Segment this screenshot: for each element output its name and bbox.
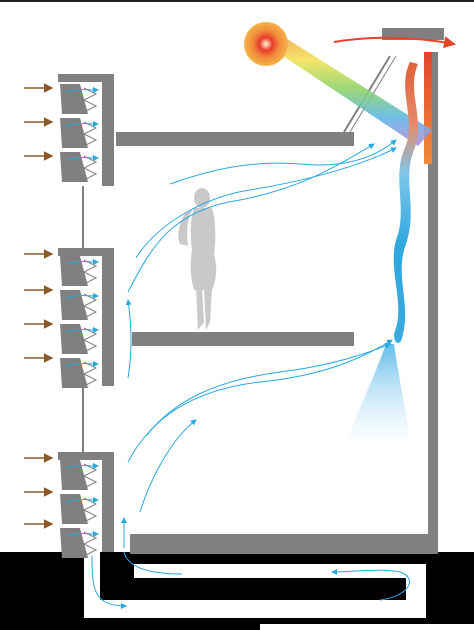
building-structure: [58, 28, 444, 554]
airflow-path: [145, 343, 391, 437]
airflow-path: [125, 299, 132, 379]
louver-airflow: [65, 326, 99, 333]
airflow-path: [91, 555, 127, 609]
airflow-path: [331, 568, 410, 601]
louver-airflow: [65, 496, 99, 503]
louver-filter: [82, 497, 98, 523]
louver-filter: [82, 293, 98, 319]
louver-filter: [82, 531, 98, 557]
louver-blade: [60, 152, 88, 182]
airflow-path: [135, 147, 397, 259]
louver-blade: [60, 256, 88, 286]
airflow-path: [127, 339, 393, 463]
louver-airflow: [65, 530, 99, 537]
louver-blade: [60, 84, 88, 114]
louver-blade: [60, 528, 88, 558]
louver-blade: [60, 324, 88, 354]
curved-arrow-right-icon: [333, 36, 456, 49]
airflow-path: [139, 419, 197, 513]
person-silhouette-icon: [178, 188, 217, 330]
louver-airflow: [65, 258, 99, 265]
louver-filter: [82, 155, 98, 181]
top-border: [0, 0, 474, 2]
louver-airflow: [65, 86, 99, 93]
louver-airflow: [65, 120, 99, 127]
inlet-arrows: [24, 83, 54, 529]
sun-rays: [262, 32, 432, 146]
louver-filter: [82, 87, 98, 113]
airflow-paths: [91, 139, 410, 609]
louver-blade: [60, 494, 88, 524]
louver-airflow: [65, 462, 99, 469]
sun-icon: [244, 22, 288, 66]
louver-filter: [82, 121, 98, 147]
stack-plume: [393, 62, 418, 343]
airflow-path: [123, 551, 183, 575]
louver-filter: [82, 361, 98, 387]
ground-mass: [0, 552, 474, 630]
louver-airflow: [65, 154, 99, 161]
louver-filter: [82, 259, 98, 285]
louver-blade: [60, 358, 88, 388]
louver-blade: [60, 290, 88, 320]
inlet-louvers: [60, 84, 99, 558]
louver-airflow: [65, 360, 99, 367]
airflow-path: [169, 139, 397, 185]
louver-blade: [60, 460, 88, 490]
solar-chimney-wall: [424, 52, 432, 164]
louver-airflow: [65, 292, 99, 299]
airflow-path: [127, 143, 375, 293]
louver-filter: [82, 463, 98, 489]
louver-filter: [82, 327, 98, 353]
cool-air-plume: [348, 344, 410, 438]
louver-blade: [60, 118, 88, 148]
